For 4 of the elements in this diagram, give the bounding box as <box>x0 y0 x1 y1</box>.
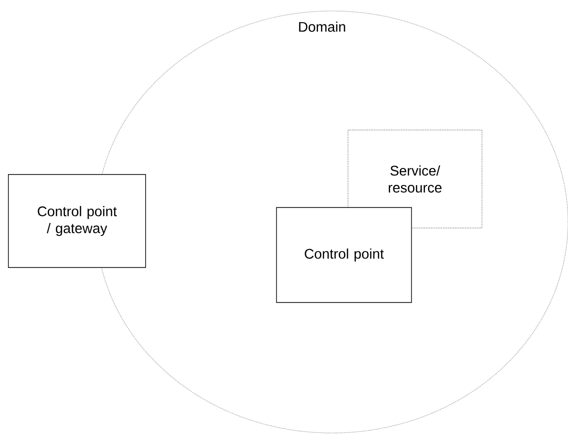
process-box: Control point / gateway <box>8 174 146 268</box>
domain-label: Domain <box>299 22 346 32</box>
service-box: Service/ resource <box>348 130 482 228</box>
process-box: Control point <box>276 207 412 303</box>
